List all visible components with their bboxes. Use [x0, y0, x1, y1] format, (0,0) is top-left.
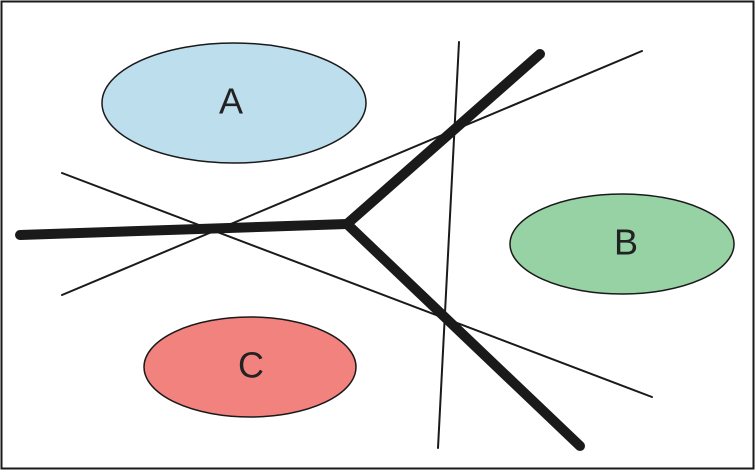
- region-a-ellipse: [101, 42, 367, 164]
- thin-line-vertical: [437, 41, 460, 449]
- thick-branch-upper: [342, 49, 545, 229]
- region-c-ellipse: [143, 316, 357, 418]
- region-c: C: [143, 316, 357, 418]
- thick-junction: [342, 219, 352, 229]
- thick-branch-left: [15, 219, 352, 240]
- thick-branch-lower: [342, 219, 585, 451]
- region-b: B: [509, 193, 735, 295]
- region-c-label: C: [238, 345, 264, 386]
- region-b-ellipse: [509, 193, 735, 295]
- region-b-label: B: [614, 222, 638, 263]
- region-a: A: [101, 42, 367, 164]
- thin-line-rising: [61, 50, 643, 296]
- region-a-label: A: [219, 81, 243, 122]
- thin-line-falling: [61, 172, 653, 398]
